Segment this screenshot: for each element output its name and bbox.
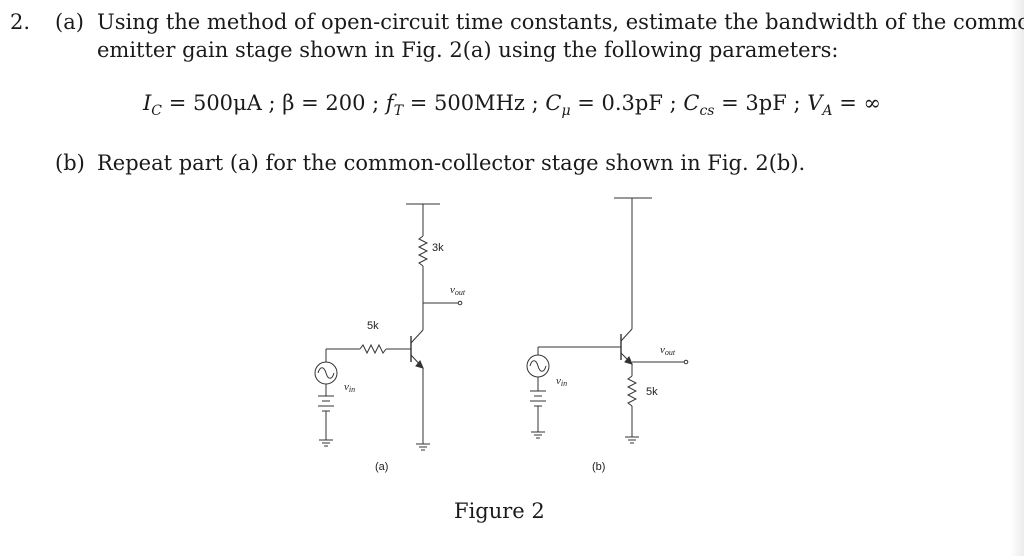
ft-subscript: T (393, 103, 404, 120)
ic-value: = 500μA ; (162, 91, 283, 115)
vin-label-a: vin (344, 381, 355, 394)
part-b-label: (b) (55, 151, 85, 175)
part-a-text-line2: emitter gain stage shown in Fig. 2(a) us… (97, 38, 839, 62)
vout-node-a (457, 300, 463, 306)
part-a-text-line1: Using the method of open-circuit time co… (97, 10, 1024, 34)
va-subscript: A (822, 103, 833, 120)
bjt-emitter-arrow-b (624, 356, 633, 365)
cmu-value: = 0.3pF ; (570, 91, 684, 115)
ft-symbol: f (385, 91, 394, 115)
circuit-a: 3k 5k vout vin (a) (314, 203, 466, 473)
ac-source-wave-b (529, 360, 547, 372)
vin-label-b: vin (556, 375, 567, 388)
va-symbol: V (807, 91, 823, 115)
cmu-subscript: μ (561, 103, 571, 120)
emitter-resistor-b (626, 375, 638, 407)
cmu-symbol: C (545, 91, 562, 115)
part-a-label: (a) (55, 10, 84, 34)
ac-source-wave-a (317, 367, 335, 379)
figure-caption: Figure 2 (454, 499, 545, 523)
ic-subscript: C (151, 103, 163, 120)
figure-b-label: (b) (592, 461, 605, 473)
bjt-emitter-arrow-a (415, 360, 424, 369)
page-edge-shadow (1010, 0, 1024, 556)
bjt-collector-lead-a (410, 329, 424, 344)
circuit-b: vout 5k vin (b) (526, 197, 689, 473)
beta-value: β = 200 ; (282, 91, 386, 115)
rb-label-a: 5k (367, 320, 379, 332)
ccs-value: = 3pF ; (714, 91, 808, 115)
figure-a-label: (a) (375, 461, 388, 473)
re-label-b: 5k (646, 386, 658, 398)
collector-resistor-a (417, 235, 429, 267)
part-b-text: Repeat part (a) for the common-collector… (97, 151, 806, 175)
va-value: = ∞ (832, 91, 881, 115)
rc-label-a: 3k (432, 242, 444, 254)
vout-label-a: vout (450, 284, 466, 297)
vout-node-b (683, 359, 689, 365)
base-resistor-a (359, 343, 387, 355)
parameter-list: IC = 500μA ; β = 200 ; fT = 500MHz ; Cμ … (143, 90, 881, 124)
bjt-collector-lead-b (620, 328, 633, 342)
vout-label-b: vout (660, 344, 676, 357)
ft-value: = 500MHz ; (403, 91, 546, 115)
ccs-subscript: cs (699, 103, 715, 120)
ic-symbol: I (143, 91, 152, 115)
problem-number: 2. (10, 10, 31, 34)
ccs-symbol: C (683, 91, 700, 115)
